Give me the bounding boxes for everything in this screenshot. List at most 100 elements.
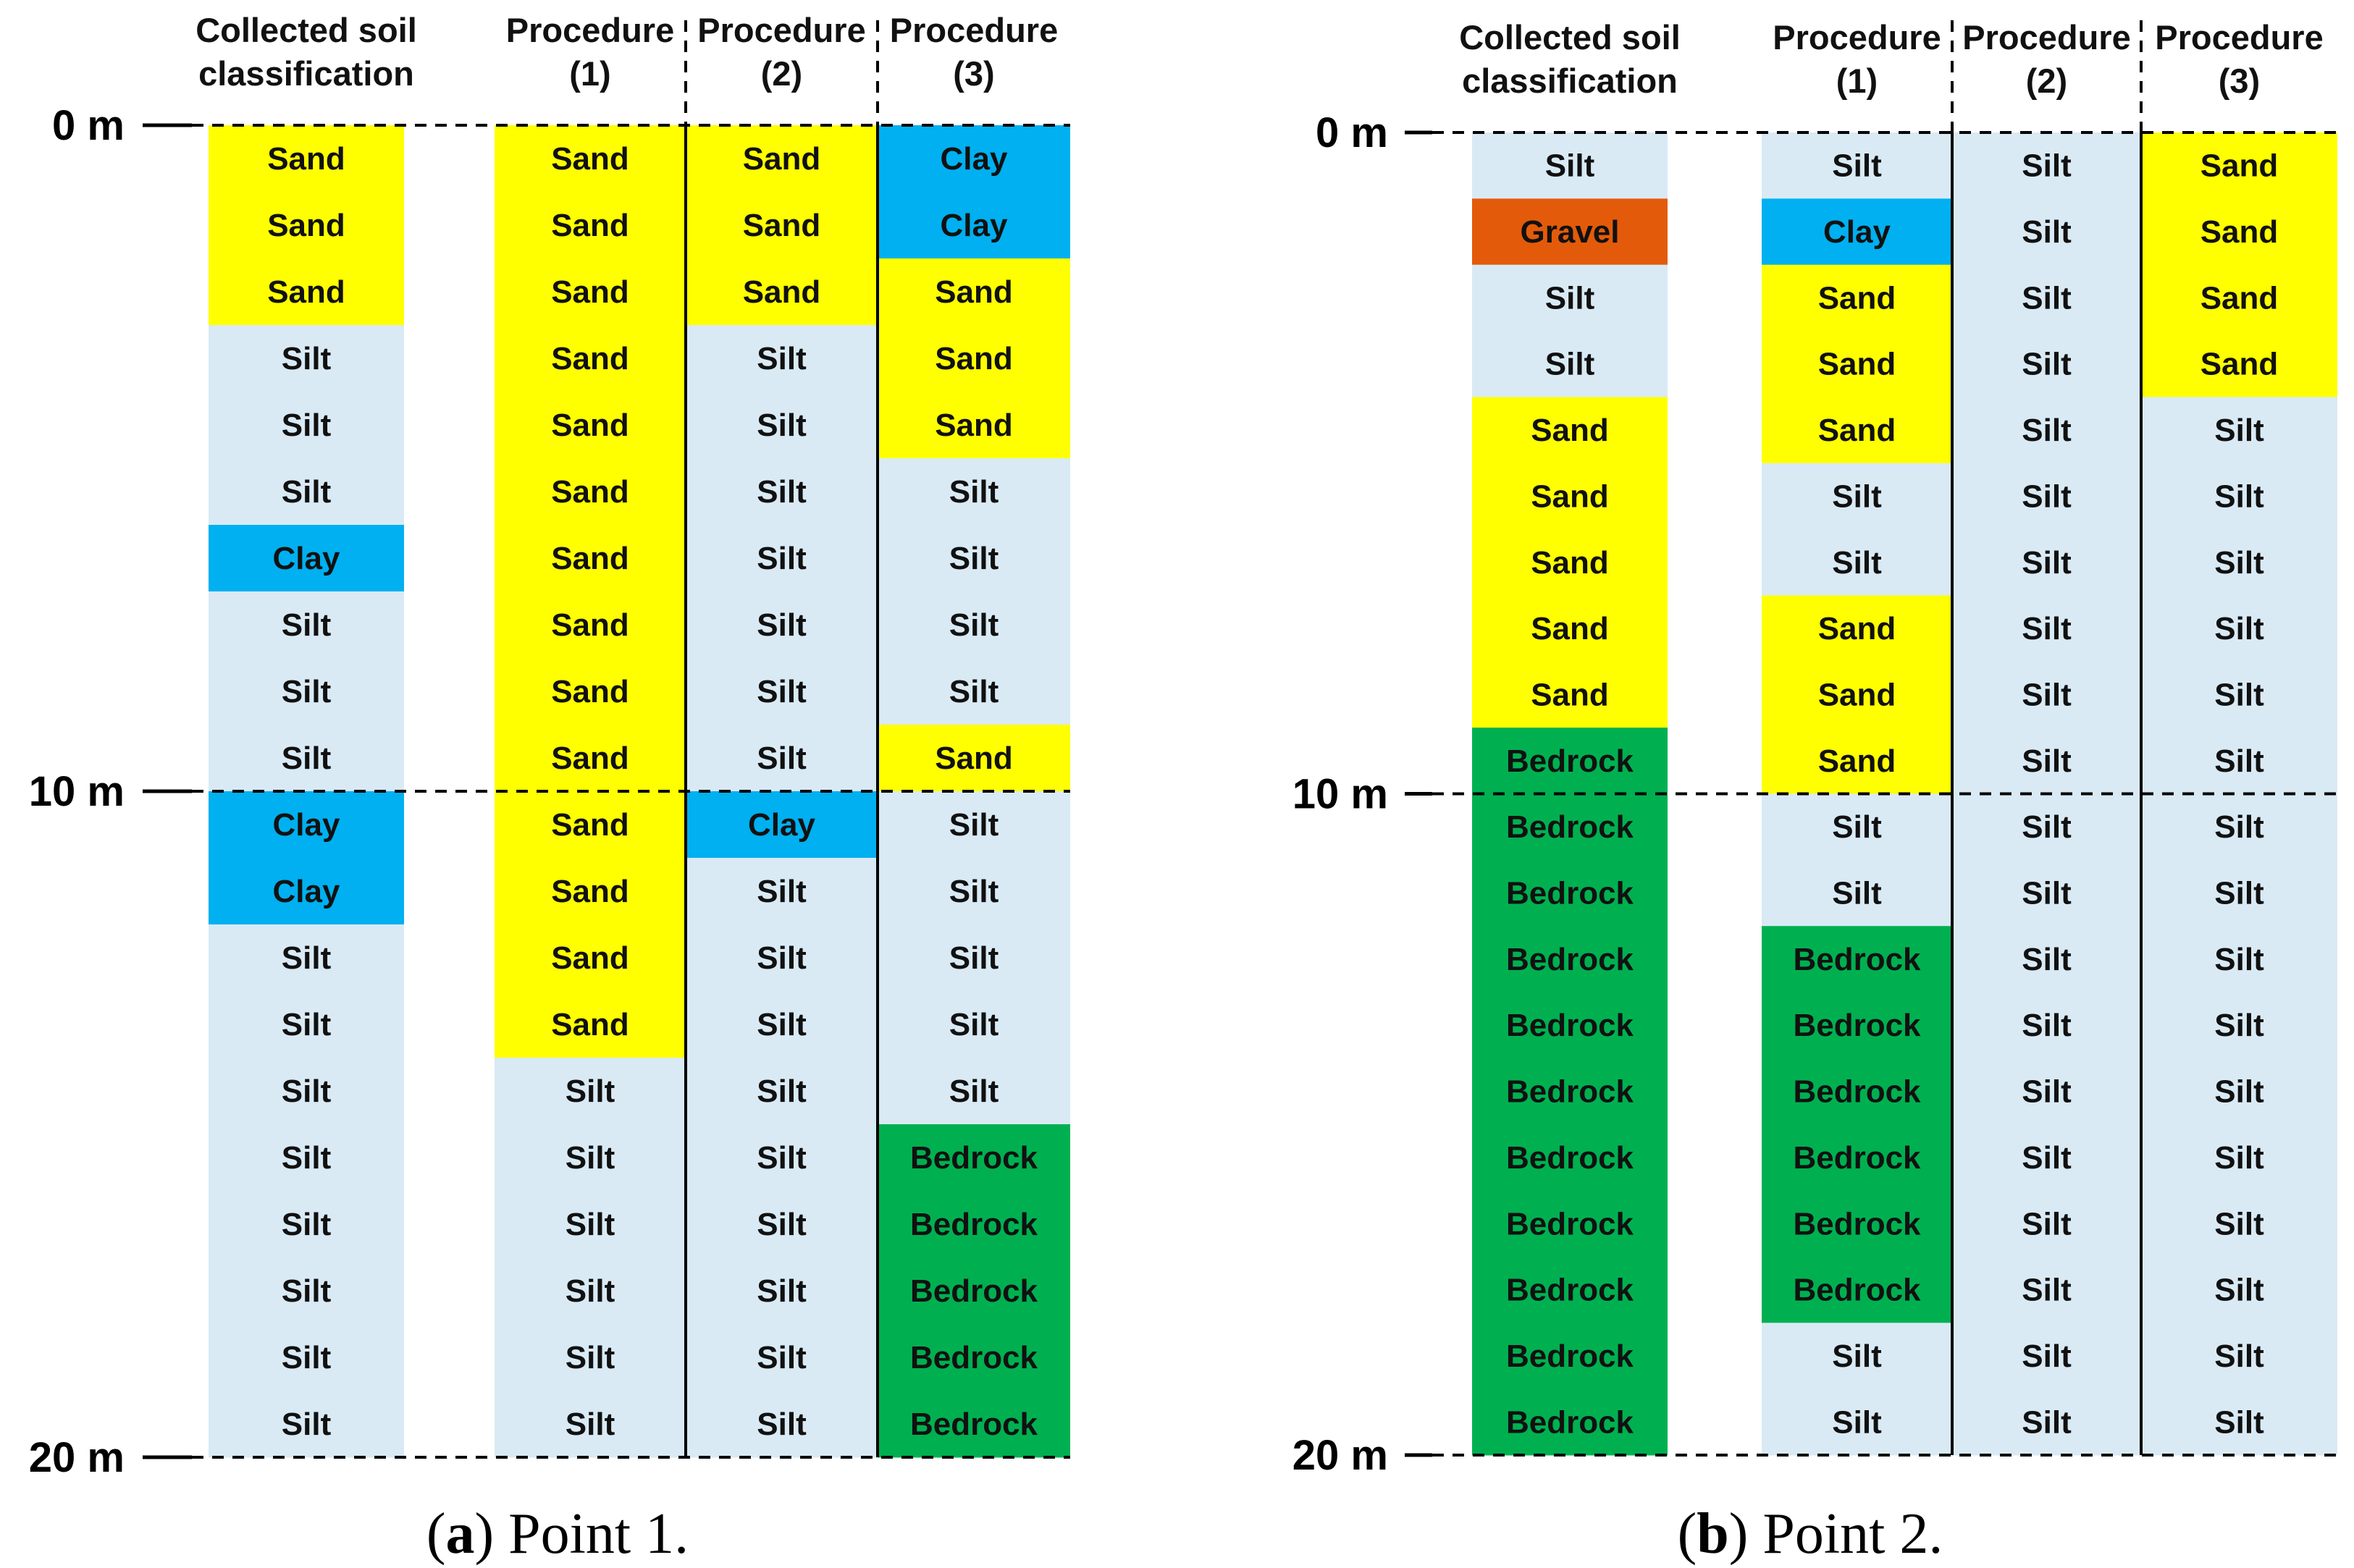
cell-silt	[495, 1257, 686, 1325]
cell-label-silt: Silt	[2022, 809, 2072, 845]
cell-sand	[495, 991, 686, 1058]
cell-sand	[209, 125, 404, 193]
cell-label-silt: Silt	[282, 674, 332, 709]
cell-label-silt: Silt	[282, 1140, 332, 1176]
cell-label-silt: Silt	[949, 674, 999, 709]
cell-label-silt: Silt	[757, 741, 807, 776]
cell-label-sand: Sand	[1818, 743, 1896, 779]
cell-label-silt: Silt	[757, 1207, 807, 1242]
cell-label-sand: Sand	[1818, 677, 1896, 712]
cell-bedrock	[1472, 1190, 1668, 1257]
cell-sand	[1472, 529, 1668, 596]
cell-label-bedrock: Bedrock	[1506, 809, 1634, 845]
cell-label-silt: Silt	[757, 1074, 807, 1109]
cell-sand	[1762, 331, 1952, 397]
cell-label-bedrock: Bedrock	[1506, 942, 1634, 977]
cell-label-clay: Clay	[273, 807, 340, 843]
cell-label-bedrock: Bedrock	[1506, 1273, 1634, 1308]
cell-label-silt: Silt	[2022, 1404, 2072, 1440]
cell-silt	[209, 1191, 404, 1258]
cell-silt	[686, 525, 878, 592]
cell-silt	[495, 1191, 686, 1258]
column-header-procedure-2-line-1: Procedure	[697, 11, 865, 49]
cell-label-sand: Sand	[1531, 545, 1609, 581]
depth-label: 10 m	[1292, 771, 1388, 818]
cell-label-silt: Silt	[1832, 876, 1882, 911]
cell-silt	[209, 392, 404, 459]
cell-silt	[1952, 595, 2141, 662]
column-header-collected-line-1: Collected soil	[1459, 18, 1681, 56]
cell-label-bedrock: Bedrock	[1506, 1339, 1634, 1374]
cell-bedrock	[1472, 1124, 1668, 1192]
cell-label-silt: Silt	[2214, 1339, 2264, 1374]
cell-bedrock	[1762, 1190, 1952, 1257]
cell-label-bedrock: Bedrock	[910, 1340, 1038, 1375]
cell-label-sand: Sand	[551, 541, 629, 576]
cell-bedrock	[878, 1191, 1070, 1258]
cell-sand	[495, 924, 686, 992]
cell-label-sand: Sand	[743, 208, 821, 243]
cell-label-silt: Silt	[757, 408, 807, 443]
cell-label-silt: Silt	[2214, 545, 2264, 581]
cell-bedrock	[878, 1257, 1070, 1325]
cell-silt	[878, 591, 1070, 659]
cell-sand	[1762, 728, 1952, 794]
cell-label-bedrock: Bedrock	[910, 1407, 1038, 1442]
cell-bedrock	[1472, 859, 1668, 927]
cell-silt	[878, 991, 1070, 1058]
cell-silt	[686, 1257, 878, 1325]
cell-label-sand: Sand	[2200, 214, 2279, 250]
cell-label-silt: Silt	[757, 1007, 807, 1042]
cell-sand	[878, 325, 1070, 392]
cell-silt	[686, 1191, 878, 1258]
cell-sand	[1472, 595, 1668, 662]
cell-silt	[878, 858, 1070, 925]
cell-silt	[1952, 132, 2141, 199]
cell-label-sand: Sand	[1531, 611, 1609, 646]
cell-label-silt: Silt	[2022, 280, 2072, 316]
cell-sand	[495, 591, 686, 659]
cell-label-silt: Silt	[1545, 148, 1595, 184]
cell-label-sand: Sand	[1531, 479, 1609, 514]
cell-silt	[1472, 264, 1668, 332]
cell-sand	[495, 392, 686, 459]
cell-label-silt: Silt	[757, 341, 807, 376]
cell-bedrock	[878, 1391, 1070, 1458]
cell-silt	[2141, 661, 2337, 728]
cell-label-clay: Clay	[941, 208, 1008, 243]
depth-label: 0 m	[52, 102, 125, 149]
cell-silt	[495, 1058, 686, 1125]
cell-silt	[878, 1058, 1070, 1125]
cell-sand	[878, 258, 1070, 326]
cell-silt	[2141, 463, 2337, 530]
cell-label-silt: Silt	[566, 1074, 615, 1109]
cell-label-bedrock: Bedrock	[1793, 1206, 1921, 1242]
cell-label-silt: Silt	[282, 607, 332, 643]
cell-label-bedrock: Bedrock	[1506, 1206, 1634, 1242]
cell-label-silt: Silt	[282, 1407, 332, 1442]
cell-label-silt: Silt	[566, 1407, 615, 1442]
cell-silt	[1762, 793, 1952, 861]
cell-silt	[2141, 1124, 2337, 1192]
cell-label-sand: Sand	[551, 674, 629, 709]
cell-silt	[686, 591, 878, 659]
cell-label-silt: Silt	[2022, 677, 2072, 712]
cell-label-silt: Silt	[949, 874, 999, 909]
cell-label-bedrock: Bedrock	[910, 1273, 1038, 1309]
cell-label-silt: Silt	[2022, 1074, 2072, 1110]
cell-silt	[209, 924, 404, 992]
cell-label-bedrock: Bedrock	[1793, 1273, 1921, 1308]
cell-silt	[1952, 1058, 2141, 1125]
cell-silt	[1952, 859, 2141, 927]
cell-label-silt: Silt	[949, 1007, 999, 1042]
cell-sand	[1472, 661, 1668, 728]
cell-sand	[1472, 463, 1668, 530]
cell-silt	[1952, 463, 2141, 530]
cell-label-silt: Silt	[282, 1074, 332, 1109]
cell-label-silt: Silt	[2022, 1206, 2072, 1242]
cell-bedrock	[1472, 1323, 1668, 1390]
cell-label-sand: Sand	[1531, 677, 1609, 712]
cell-silt	[209, 1124, 404, 1192]
cell-label-sand: Sand	[2200, 280, 2279, 316]
cell-label-sand: Sand	[267, 208, 345, 243]
